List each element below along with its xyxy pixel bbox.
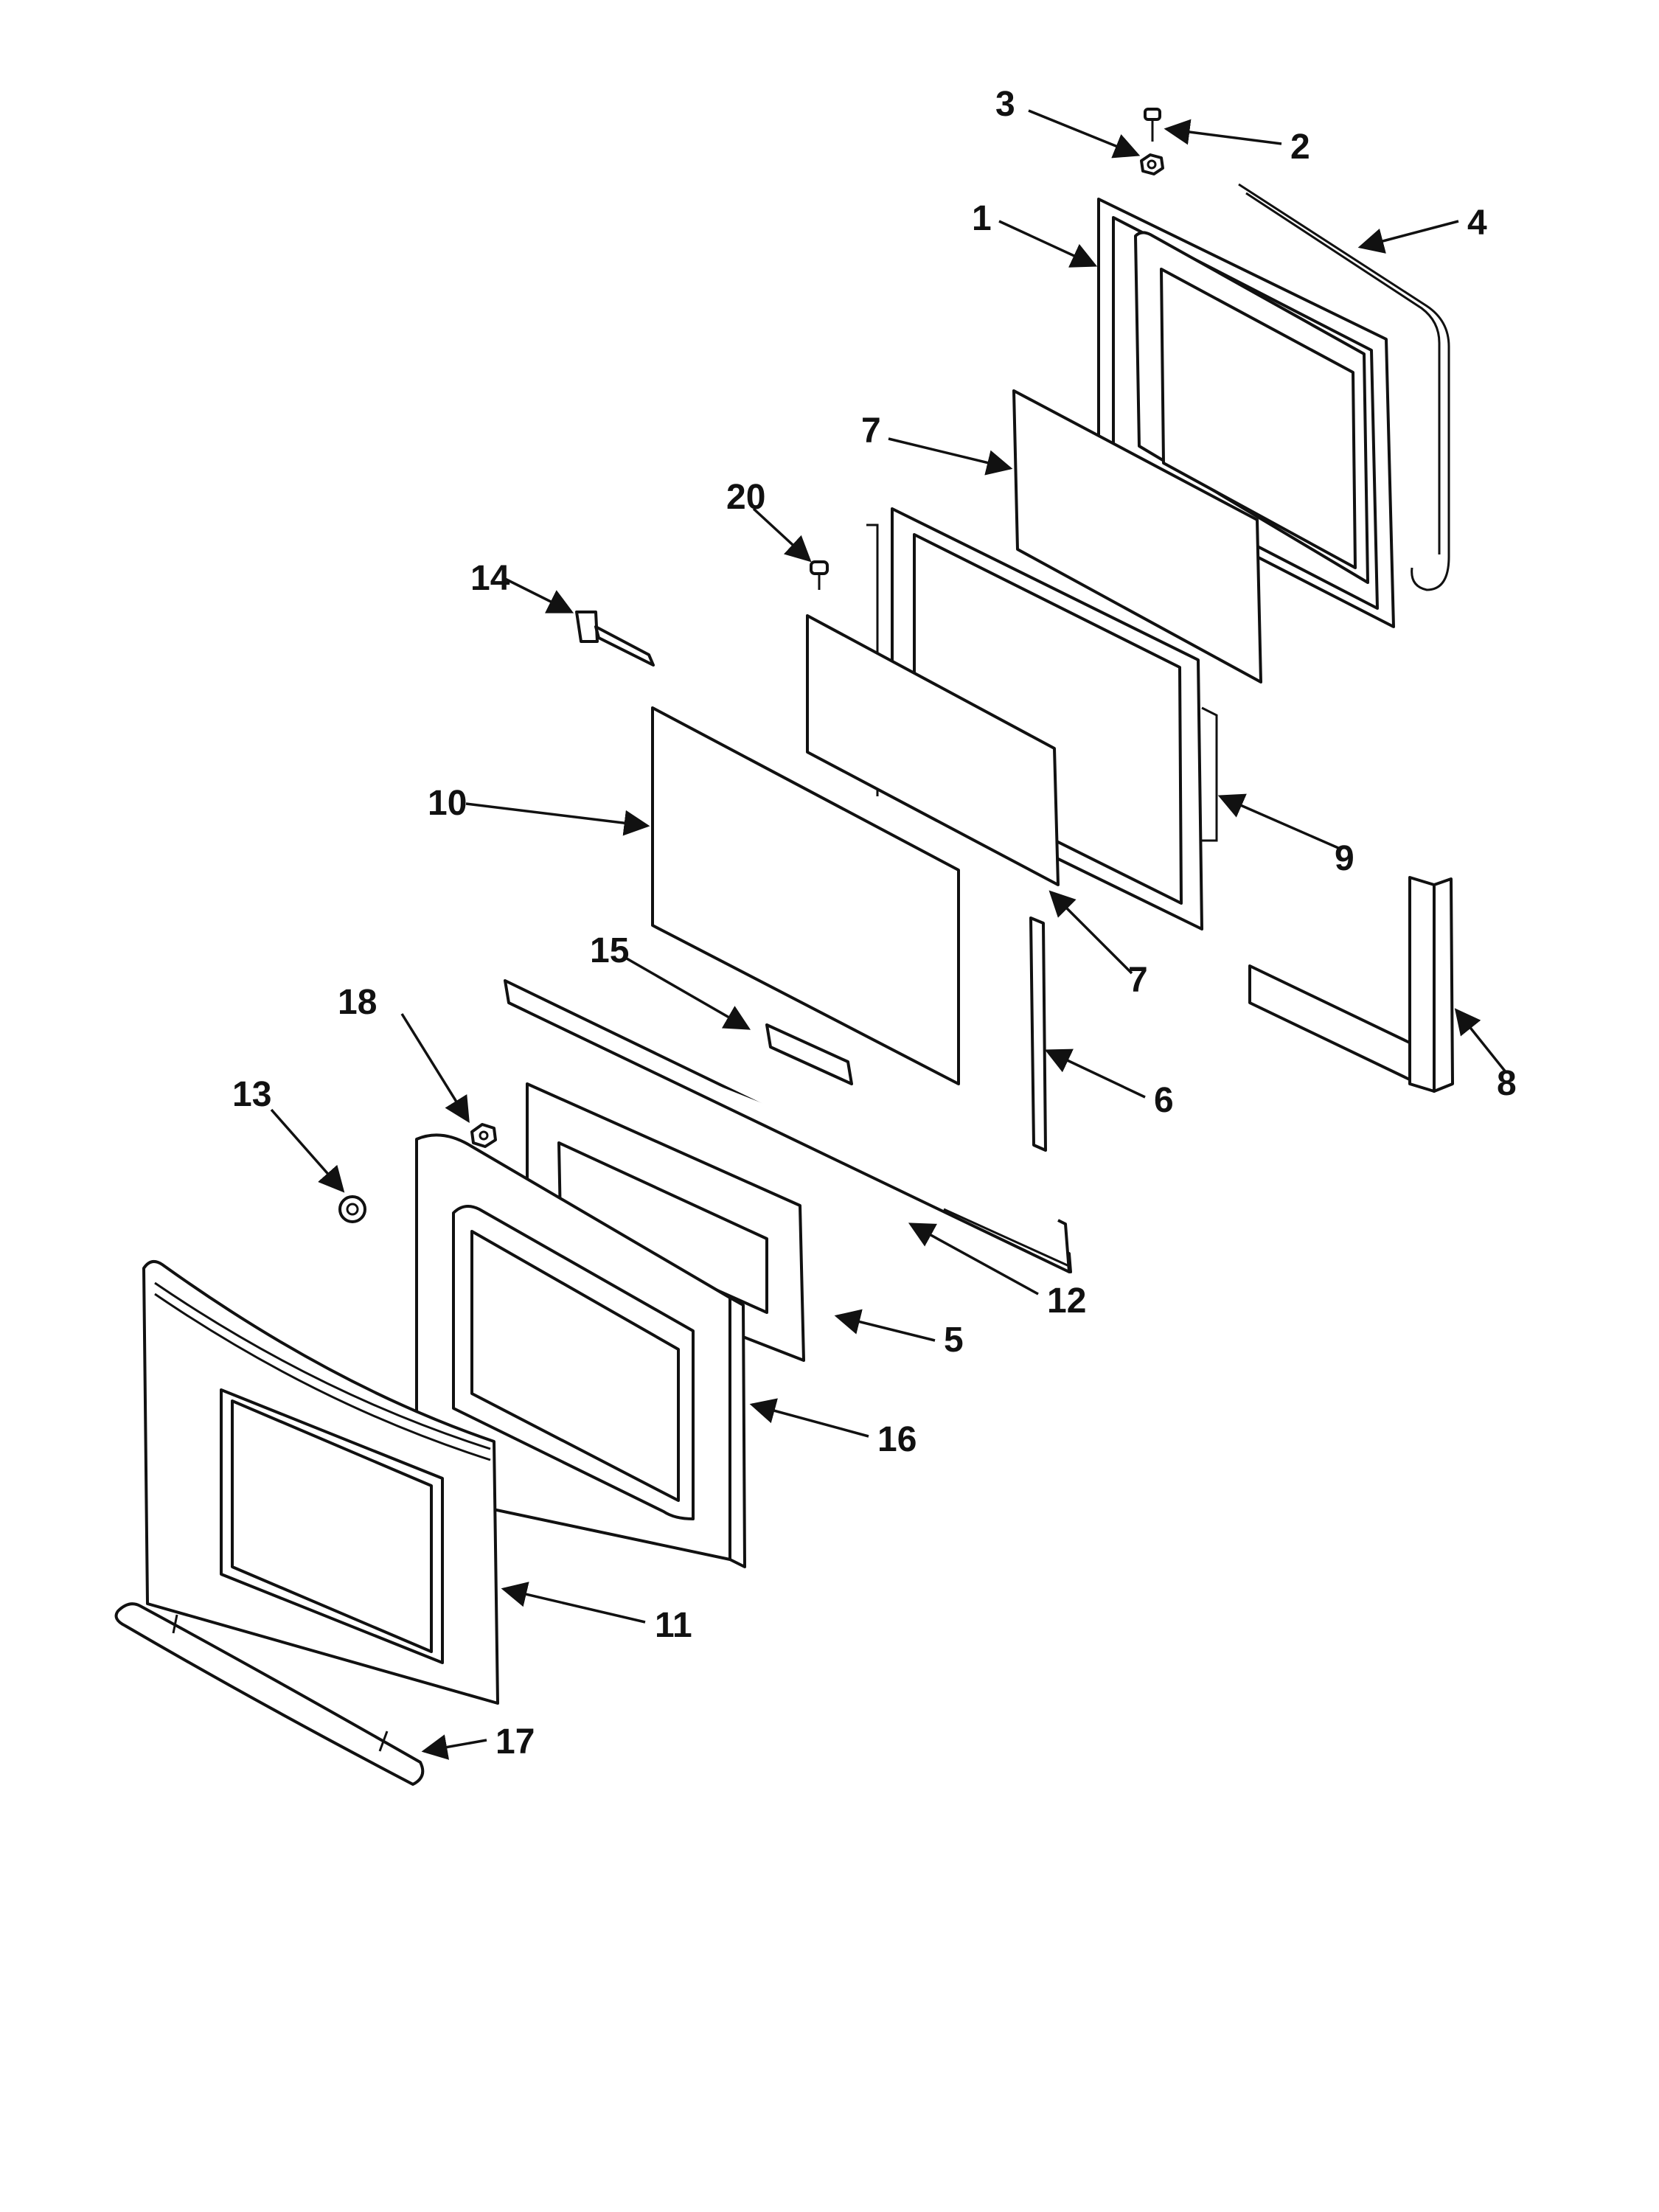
callout-18: 18 (338, 983, 377, 1022)
part-18-nut (470, 1123, 497, 1148)
leader-5 (834, 1309, 936, 1342)
callout-20: 20 (726, 478, 765, 517)
leader-17 (421, 1734, 487, 1760)
callout-7a: 7 (861, 411, 881, 451)
leader-16 (749, 1398, 869, 1438)
callout-17: 17 (495, 1722, 535, 1761)
leader-9 (1217, 793, 1339, 849)
part-4-gasket (1238, 183, 1450, 591)
leader-7b (1048, 890, 1133, 975)
part-17-handle (114, 1602, 425, 1786)
part-20-screw (810, 560, 829, 590)
leader-11 (501, 1582, 646, 1624)
part-1-inner-door (1097, 198, 1395, 628)
part-8-corner-trim (1248, 876, 1454, 1093)
callout-10: 10 (428, 784, 467, 823)
leader-4 (1357, 220, 1459, 254)
callout-5: 5 (944, 1321, 964, 1360)
leader-12 (908, 1222, 1039, 1295)
leader-6 (1044, 1048, 1146, 1099)
part-2-screw (1144, 108, 1161, 142)
leader-18 (400, 1013, 470, 1123)
part-12-rail (504, 979, 1072, 1273)
callout-4: 4 (1467, 204, 1487, 243)
callout-14: 14 (470, 559, 510, 598)
callout-2: 2 (1290, 128, 1310, 167)
leader-15 (626, 957, 751, 1030)
leader-2 (1164, 119, 1282, 145)
part-10-outer-glass (651, 706, 960, 1085)
part-7-glass-lower (806, 614, 1060, 886)
part-11-outer-door (142, 1260, 499, 1705)
leader-lines (270, 109, 1508, 1760)
leader-20 (752, 507, 812, 563)
leader-7a (888, 437, 1013, 476)
part-7-glass-upper (1012, 389, 1262, 684)
part-13-grommet (338, 1195, 366, 1223)
callout-16: 16 (877, 1420, 917, 1459)
callout-7b: 7 (1128, 961, 1148, 1000)
callout-8: 8 (1497, 1064, 1517, 1103)
part-3-nut (1140, 153, 1164, 175)
callout-15: 15 (590, 931, 629, 970)
callout-13: 13 (232, 1075, 271, 1114)
callout-labels: 1 2 3 4 5 6 7 7 8 9 10 11 12 13 14 15 16… (232, 85, 1517, 1761)
leader-3 (1028, 109, 1141, 159)
callout-1: 1 (972, 199, 992, 238)
part-14-bracket (575, 611, 655, 667)
part-15-bracket (765, 1023, 853, 1085)
callout-3: 3 (995, 85, 1015, 124)
part-6-channel (1029, 917, 1047, 1152)
leader-13 (270, 1108, 345, 1193)
leader-1 (998, 220, 1098, 268)
leader-10 (465, 802, 650, 836)
callout-12: 12 (1047, 1281, 1086, 1321)
callout-9: 9 (1335, 839, 1354, 878)
callout-6: 6 (1154, 1081, 1174, 1120)
callout-11: 11 (655, 1606, 692, 1645)
leader-8 (1454, 1008, 1508, 1074)
leader-14 (504, 577, 574, 613)
